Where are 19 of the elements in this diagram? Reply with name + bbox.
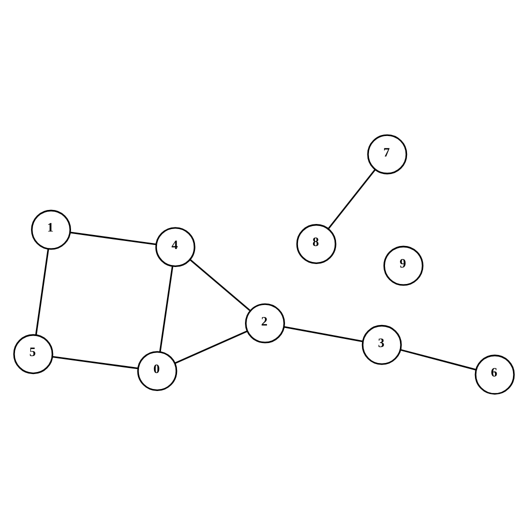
- node-circle: 5: [13, 334, 54, 374]
- node-circle: 0: [137, 350, 178, 391]
- connector: [190, 258, 250, 311]
- node-circle: 7: [367, 134, 408, 174]
- connector: [35, 248, 50, 334]
- connector: [174, 330, 248, 364]
- connector: [328, 168, 376, 228]
- node-circle: 3: [362, 324, 402, 364]
- node-circle: 4: [155, 226, 196, 267]
- node-circle: 9: [383, 245, 424, 286]
- connector: [70, 231, 156, 245]
- connector: [284, 326, 363, 342]
- node-circle: 6: [474, 354, 515, 394]
- node-circle: 1: [31, 209, 72, 250]
- node-circle: 8: [296, 224, 336, 264]
- connector: [400, 348, 476, 370]
- connector: [52, 356, 138, 369]
- node-circle: 2: [245, 302, 285, 343]
- connector: [159, 266, 174, 352]
